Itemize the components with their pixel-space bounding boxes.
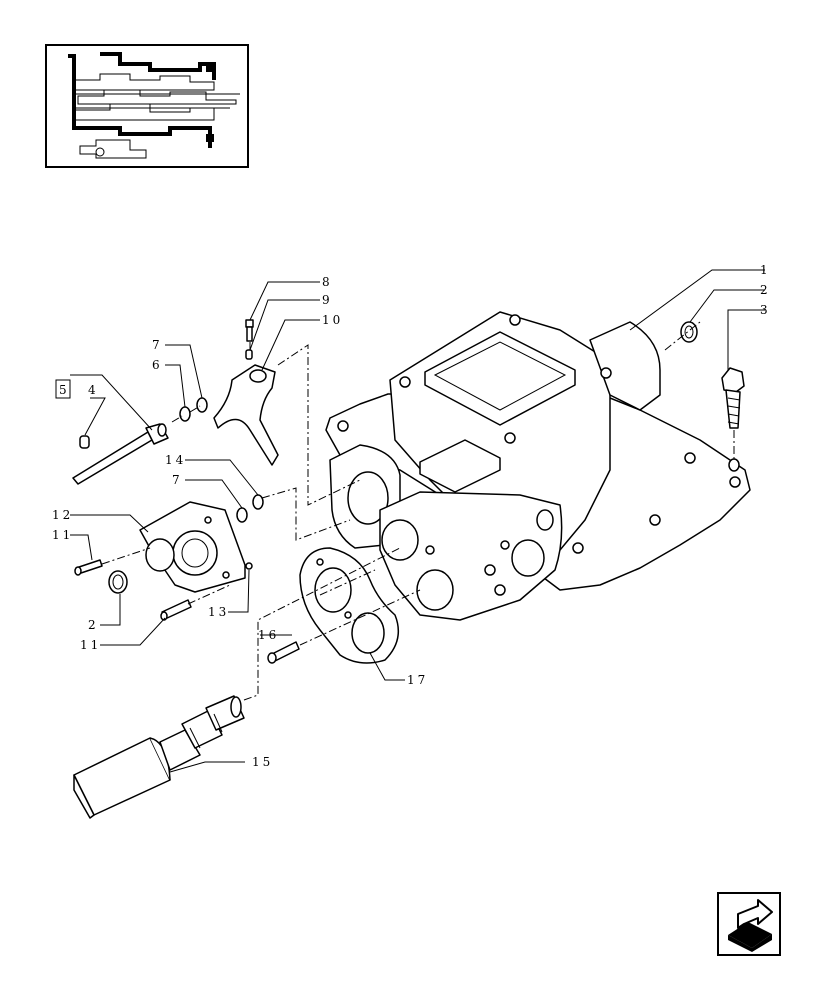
shift-fork-10: [213, 364, 279, 466]
cover-plate-12: [139, 501, 246, 593]
clip-7-lower: [236, 507, 248, 523]
o-ring-2-lower: [108, 570, 128, 594]
transmission-thumbnail-icon[interactable]: [45, 44, 249, 168]
callout-8: 8: [322, 275, 333, 289]
pin-9: [245, 349, 253, 360]
screw-16: [267, 641, 300, 664]
callout-6: 6: [152, 358, 163, 372]
ring-6: [179, 406, 191, 422]
callout-5: 5: [59, 383, 70, 397]
callout-15: 15: [252, 755, 273, 769]
plug-13: [245, 562, 253, 570]
roll-pin: [79, 435, 90, 449]
o-ring-2-upper: [680, 321, 698, 343]
next-page-arrow-icon[interactable]: [717, 892, 781, 956]
callout-labels: 1 2 3 8 9 10 7 6 5 4 14 7 12 11 2 11 13 …: [52, 263, 771, 769]
callout-13: 13: [208, 605, 229, 619]
callout-16: 16: [258, 628, 279, 642]
callout-3: 3: [760, 303, 771, 317]
callout-14: 14: [165, 453, 186, 467]
screw-11-upper: [74, 559, 103, 576]
transmission-housing: [325, 311, 751, 621]
ring-14: [252, 494, 264, 510]
leader-lines: [55, 269, 765, 773]
callout-11-lower: 11: [80, 638, 101, 652]
assembly-lines: [101, 321, 735, 701]
shift-rod-4: [72, 423, 169, 485]
callout-9: 9: [322, 293, 333, 307]
screw-8: [245, 319, 254, 342]
callout-12: 12: [52, 508, 73, 522]
callout-1: 1: [760, 263, 771, 277]
screw-11-lower: [160, 599, 192, 621]
callout-7-upper: 7: [152, 338, 163, 352]
callout-10: 10: [322, 313, 343, 327]
bolt-3: [721, 367, 745, 429]
washer-3: [728, 458, 740, 472]
callout-7-lower: 7: [172, 473, 183, 487]
callout-2-upper: 2: [760, 283, 771, 297]
callout-11-upper: 11: [52, 528, 73, 542]
solenoid-valve-15: [73, 695, 245, 819]
clip-7-upper: [196, 397, 208, 413]
callout-2-lower: 2: [88, 618, 99, 632]
gasket-17: [299, 547, 400, 664]
callout-17: 17: [407, 673, 428, 687]
callout-4: 4: [88, 383, 99, 397]
